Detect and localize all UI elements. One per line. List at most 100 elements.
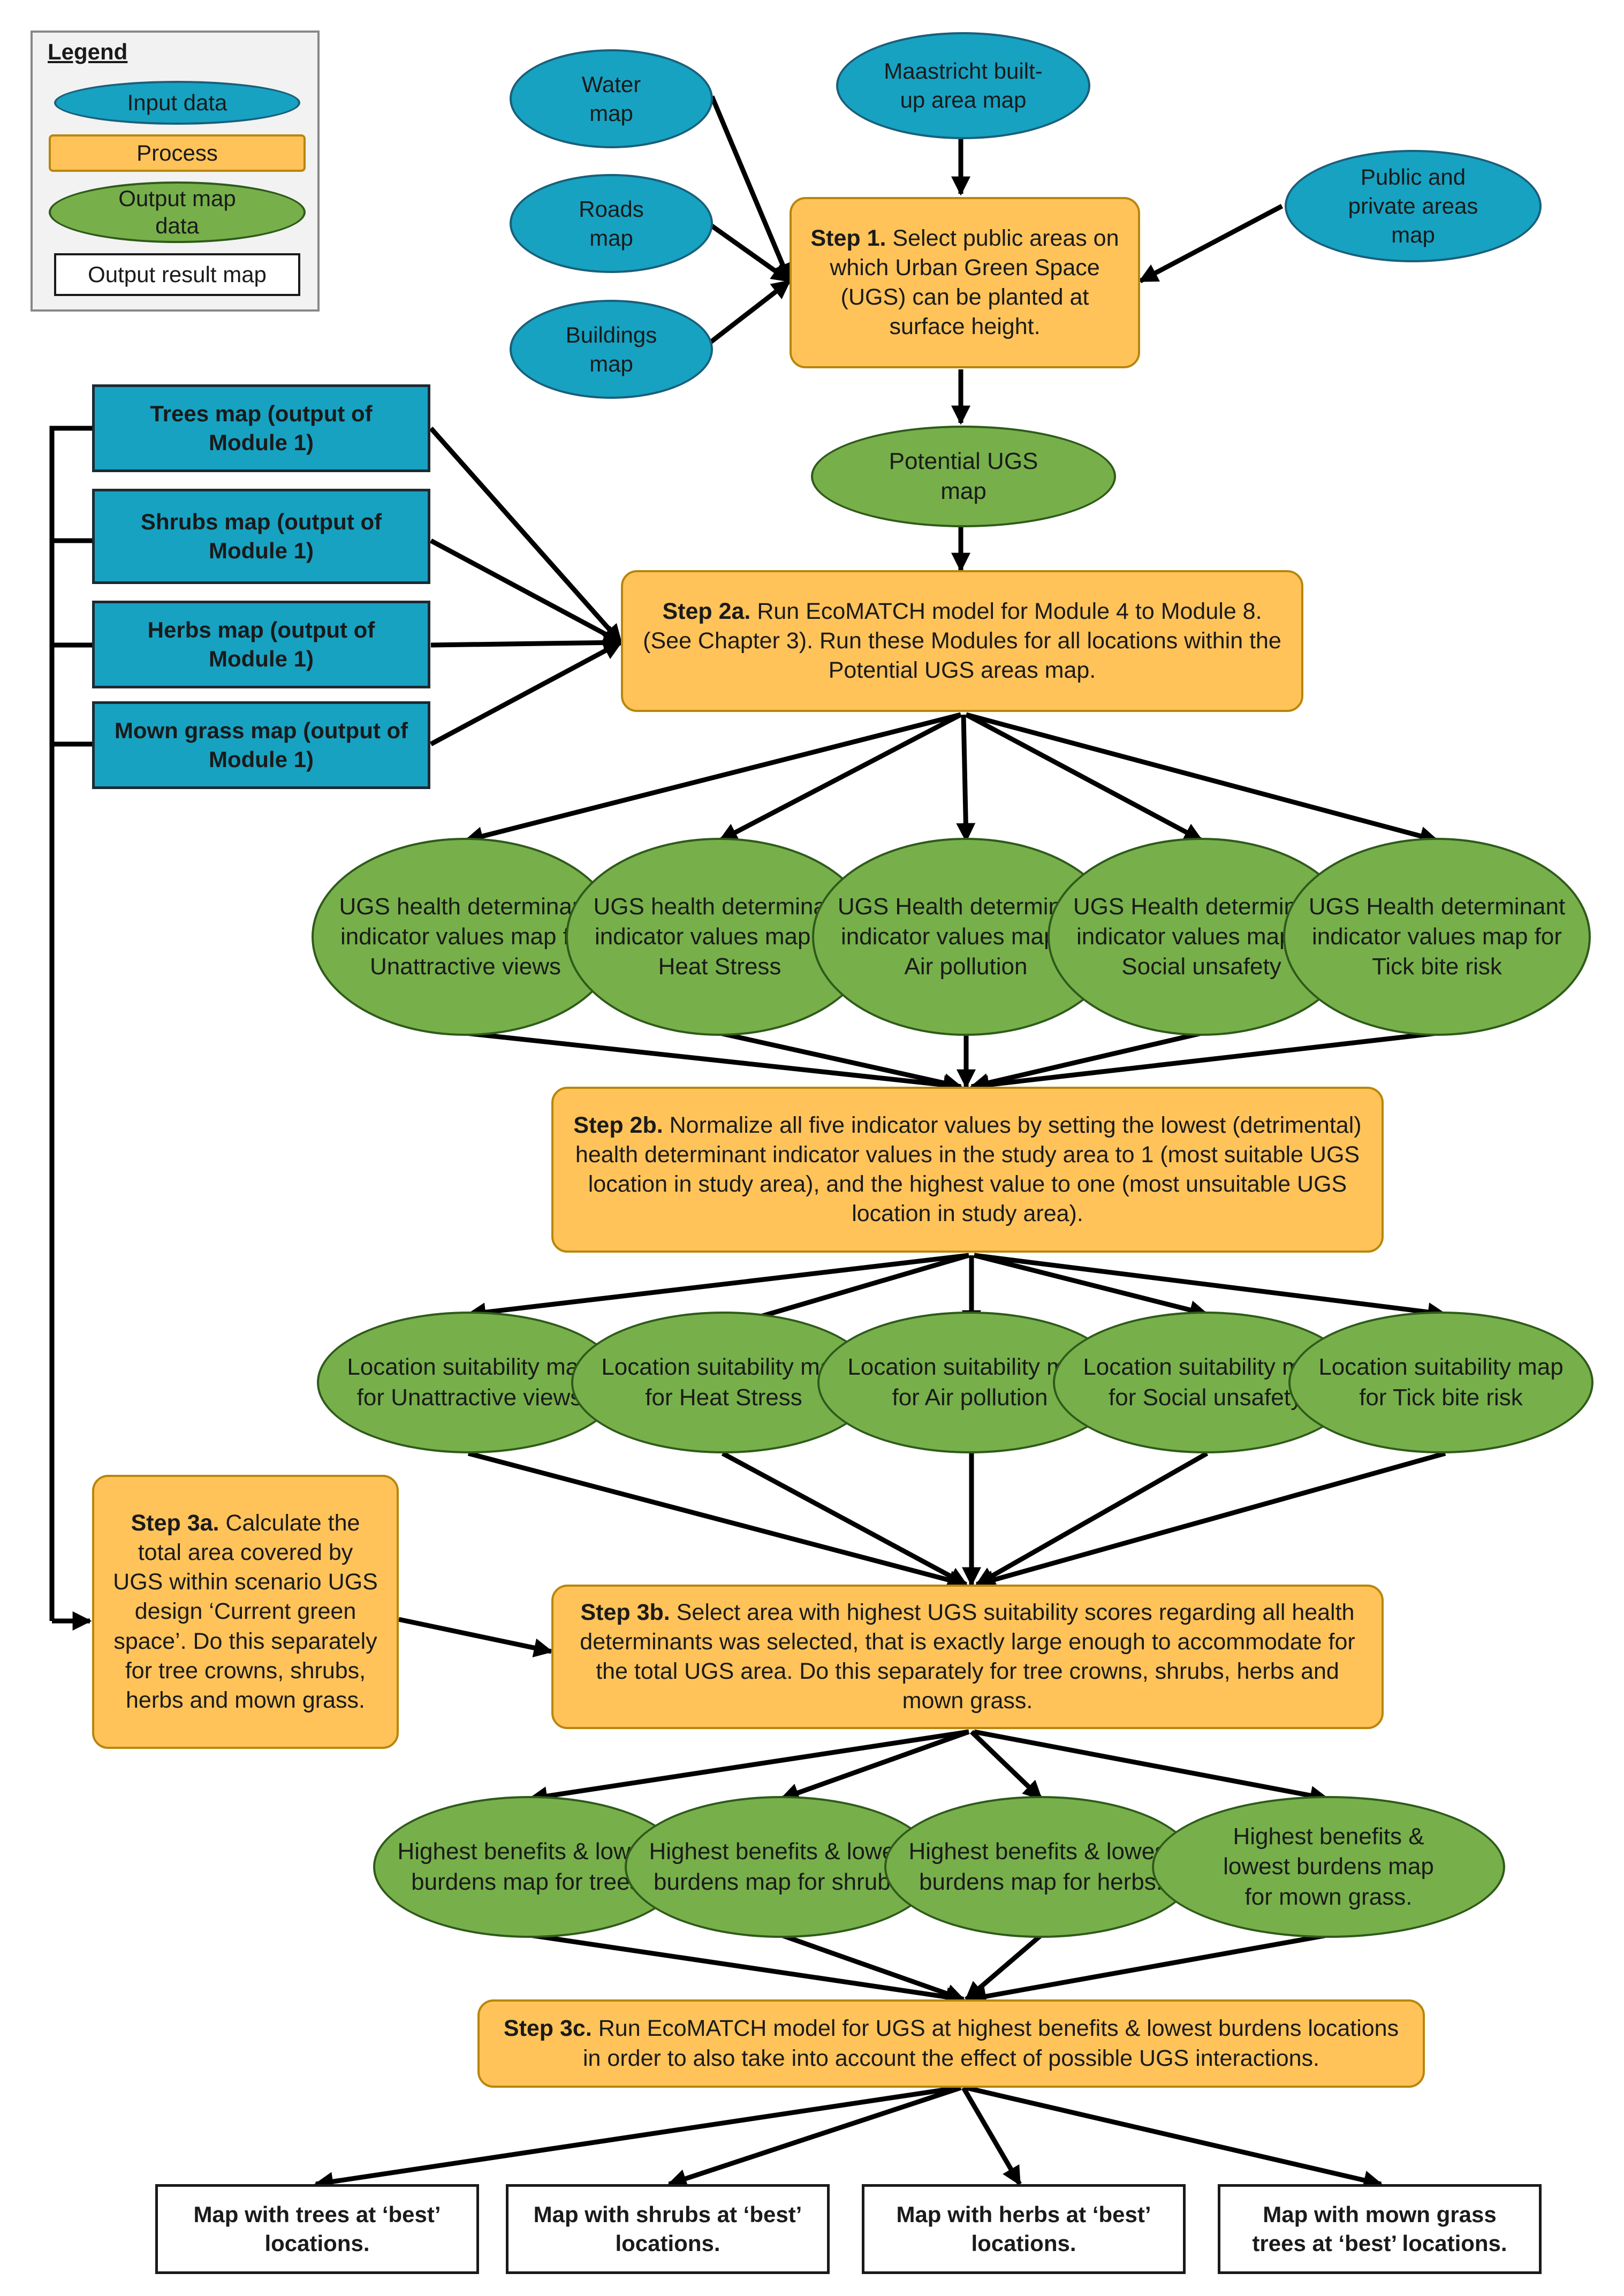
suitability-map-label: Location suitability map for Heat Stress: [601, 1354, 846, 1411]
legend-title: Legend: [48, 39, 128, 64]
suitability-map-label: Location suitability map for Social unsa…: [1083, 1354, 1328, 1411]
water-map-node: Water map: [510, 49, 713, 148]
result-label: Map with shrubs at ‘best’ locations.: [533, 2202, 802, 2256]
legend-output-map-data: Output map data: [49, 181, 306, 243]
step2b-description: Normalize all five indicator values by s…: [575, 1112, 1362, 1227]
step3c-process: Step 3c. Run EcoMATCH model for UGS at h…: [477, 1999, 1425, 2088]
step1-process: Step 1. Select public areas on which Urb…: [790, 197, 1140, 368]
connector-step3b-ben2: [779, 1729, 970, 1802]
connector-roads-step1: [705, 220, 791, 283]
indicator-map-label: UGS Health determinant indicator values …: [1308, 893, 1566, 980]
step3c-label: Step 3c.: [503, 2015, 592, 2042]
water-map-label: Water map: [581, 71, 641, 126]
indicator-map-tick-bite-risk: UGS Health determinant indicator values …: [1283, 838, 1591, 1036]
legend-result-label: Output result map: [88, 261, 267, 287]
benefit-map-mown-grass: Highest benefits & lowest burdens map fo…: [1152, 1796, 1505, 1938]
legend: Legend Input data Process Output map dat…: [31, 31, 320, 312]
connector-step2a-ind5: [965, 712, 1439, 846]
step3a-description: Calculate the total area covered by UGS …: [113, 1510, 378, 1713]
step1-description: Select public areas on which Urban Green…: [830, 225, 1119, 340]
result-label: Map with herbs at ‘best’ locations.: [896, 2202, 1151, 2256]
roads-map-label: Roads map: [579, 196, 644, 251]
suitability-map-air-pollution: Location suitability map for Air polluti…: [817, 1312, 1122, 1453]
legend-input-label: Input data: [127, 89, 227, 115]
suitability-map-label: Location suitability map for Tick bite r…: [1318, 1354, 1564, 1411]
trees-module-map: Trees map (output of Module 1): [92, 384, 430, 472]
step3a-text: Step 3a. Calculate the total area covere…: [110, 1509, 381, 1715]
step1-label: Step 1.: [810, 225, 886, 251]
maastricht-map-node: Maastricht built-up area map: [836, 32, 1090, 139]
step2a-process: Step 2a. Run EcoMATCH model for Module 4…: [621, 570, 1303, 712]
step2b-label: Step 2b.: [573, 1112, 663, 1138]
connector-ind5-step2b: [969, 1030, 1438, 1095]
suitability-map-tick-bite-risk: Location suitability map for Tick bite r…: [1288, 1312, 1593, 1453]
mown-grass-module-label: Mown grass map (output of Module 1): [114, 718, 408, 772]
step3b-text: Step 3b. Select area with highest UGS su…: [567, 1598, 1368, 1716]
public-private-map-node: Public and private areas map: [1285, 150, 1542, 262]
step3a-label: Step 3a.: [131, 1510, 219, 1536]
legend-process: Process: [49, 134, 306, 172]
benefit-map-label: Highest benefits & lowest burdens map fo…: [1223, 1823, 1434, 1910]
step2a-text: Step 2a. Run EcoMATCH model for Module 4…: [637, 597, 1287, 685]
benefit-map-label: Highest benefits & lowest burdens map fo…: [397, 1838, 662, 1895]
connector-step2a-ind3: [956, 714, 976, 843]
shrubs-module-label: Shrubs map (output of Module 1): [140, 509, 382, 563]
connector-water-step1: [709, 95, 792, 283]
indicator-map-label: UGS health determinant indicator values …: [593, 893, 846, 980]
roads-map-node: Roads map: [510, 174, 713, 273]
connector-trees-step2a: [429, 427, 623, 644]
connector-mown-step2a: [429, 640, 623, 746]
legend-output-label: Output map data: [118, 186, 236, 238]
connector-ind2-step2b: [719, 1030, 963, 1093]
benefit-map-label: Highest benefits & lowest burdens map fo…: [649, 1838, 914, 1895]
connector-suit5-step3b: [975, 1451, 1446, 1589]
indicator-map-label: UGS health determinant indicator values …: [339, 893, 592, 980]
mown-grass-module-map: Mown grass map (output of Module 1): [92, 701, 430, 789]
step3b-description: Select area with highest UGS suitability…: [580, 1599, 1355, 1714]
connector-ben2-step3c: [780, 1933, 966, 2003]
legend-output-result-map: Output result map: [54, 253, 300, 296]
connector-step3b-ben3: [969, 1730, 1043, 1801]
connector-herbs-step2a: [430, 633, 623, 653]
result-mown-grass-map: Map with mown grass trees at ‘best’ loca…: [1218, 2184, 1542, 2274]
connector-step3b-ben4: [974, 1729, 1330, 1805]
trees-module-label: Trees map (output of Module 1): [150, 401, 373, 455]
result-herbs-map: Map with herbs at ‘best’ locations.: [862, 2184, 1186, 2274]
potential-ugs-label: Potential UGS map: [889, 448, 1038, 504]
buildings-map-label: Buildings map: [565, 322, 657, 376]
connector-buildings-step1: [705, 279, 791, 347]
connector-shrubs-step2a: [429, 539, 623, 645]
connector-public-step1: [1138, 204, 1284, 283]
legend-input-data: Input data: [54, 81, 300, 125]
connector-step3c-res4: [965, 2085, 1383, 2190]
connector-step2a-ind4: [965, 713, 1204, 843]
suitability-map-heat-stress: Location suitability map for Heat Stress: [571, 1312, 876, 1453]
connector-ind1-step2b: [465, 1030, 963, 1095]
connector-step2a-ind2: [718, 713, 962, 843]
connector-suit1-step3b: [467, 1451, 968, 1590]
connector-step2a-ind1: [464, 712, 962, 846]
connector-suit4-step3b: [975, 1451, 1209, 1587]
connector-step2b-suit1: [466, 1253, 969, 1322]
result-shrubs-map: Map with shrubs at ‘best’ locations.: [506, 2184, 830, 2274]
connector-suit2-step3b: [721, 1451, 968, 1587]
step2b-process: Step 2b. Normalize all five indicator va…: [551, 1087, 1384, 1253]
module-bracket-line: [49, 426, 92, 1621]
connector-step2b-suit5: [974, 1253, 1447, 1322]
step2a-label: Step 2a.: [662, 598, 751, 624]
step3b-label: Step 3b.: [580, 1599, 670, 1625]
potential-ugs-node: Potential UGS map: [811, 426, 1116, 527]
connector-step3a-step3b: [398, 1617, 553, 1657]
public-private-map-label: Public and private areas map: [1348, 164, 1478, 247]
benefit-map-label: Highest benefits & lowest burdens map fo…: [908, 1838, 1173, 1895]
result-trees-map: Map with trees at ‘best’ locations.: [155, 2184, 479, 2274]
connector-step3c-res2: [667, 2085, 962, 2188]
herbs-module-map: Herbs map (output of Module 1): [92, 601, 430, 688]
maastricht-map-label: Maastricht built-up area map: [884, 58, 1043, 112]
suitability-map-label: Location suitability map for Unattractiv…: [347, 1354, 592, 1411]
connector-ben4-step3c: [967, 1933, 1328, 2006]
result-label: Map with mown grass trees at ‘best’ loca…: [1252, 2202, 1507, 2256]
connector-ind4-step2b: [969, 1030, 1203, 1093]
step2b-text: Step 2b. Normalize all five indicator va…: [567, 1111, 1368, 1229]
step3a-process: Step 3a. Calculate the total area covere…: [92, 1475, 399, 1749]
